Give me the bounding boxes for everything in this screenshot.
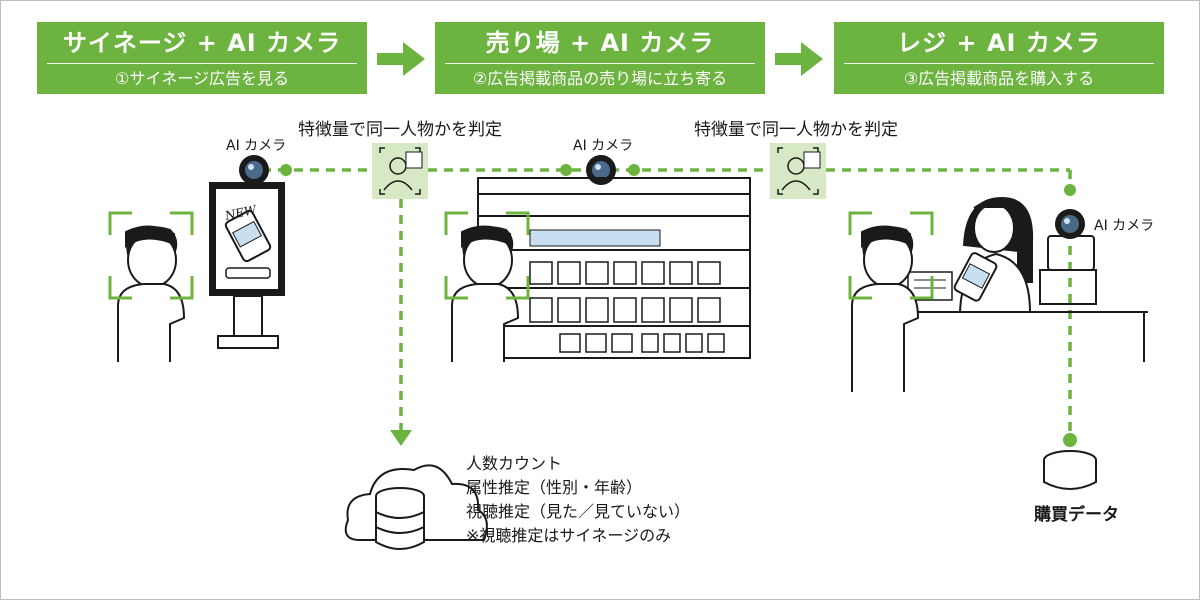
match-label-2: 特徴量で同一人物かを判定 (694, 120, 898, 140)
step-1-banner: サイネージ + AI カメラ ①サイネージ広告を見る (37, 22, 367, 94)
step-1-divider (47, 63, 357, 64)
arrow-right-icon (377, 42, 425, 76)
step-2-subtitle: ②広告掲載商品の売り場に立ち寄る (472, 69, 728, 88)
analytics-item: 属性推定（性別・年齢） (466, 478, 643, 497)
signage-new-text: NEW (223, 202, 259, 223)
arrow-down-icon (390, 430, 412, 446)
purchase-data-label: 購買データ (1034, 505, 1119, 525)
cloud-database-icon (344, 464, 488, 550)
customer (851, 225, 920, 392)
analytics-item: ※視聴推定はサイネージのみ (466, 526, 672, 545)
camera-connection-line (262, 168, 1072, 434)
camera-label-shelf: AI カメラ (573, 138, 634, 154)
step-3-banner: レジ + AI カメラ ③広告掲載商品を購入する (834, 22, 1164, 94)
face-match-icon (372, 143, 428, 199)
step-3-subtitle: ③広告掲載商品を購入する (903, 69, 1095, 88)
analytics-list: 人数カウント 属性推定（性別・年齢） 視聴推定（見た／見ていない） ※視聴推定は… (466, 452, 690, 548)
store-shelf (477, 177, 751, 359)
step-1-subtitle: ①サイネージ広告を見る (114, 69, 290, 88)
step-2-banner: 売り場 + AI カメラ ②広告掲載商品の売り場に立ち寄る (435, 22, 765, 94)
database-icon (1043, 450, 1097, 490)
analytics-item: 視聴推定（見た／見ていない） (466, 502, 691, 521)
step-2-divider (445, 63, 755, 64)
face-match-icon (770, 143, 826, 199)
step-3-title: レジ + AI カメラ (897, 29, 1101, 57)
camera-label-signage: AI カメラ (226, 138, 287, 154)
camera-icon (586, 155, 616, 185)
analytics-item: 人数カウント (466, 454, 563, 473)
cashier (953, 196, 1034, 313)
camera-label-register: AI カメラ (1094, 218, 1155, 234)
step-2-title: 売り場 + AI カメラ (485, 29, 715, 57)
camera-icon (1055, 209, 1085, 239)
customer (117, 225, 186, 362)
signage-kiosk (209, 182, 285, 349)
match-label-1: 特徴量で同一人物かを判定 (298, 120, 502, 140)
camera-icon (239, 155, 269, 185)
customer (451, 225, 520, 362)
arrow-right-icon (775, 42, 823, 76)
step-3-divider (844, 63, 1154, 64)
step-1-title: サイネージ + AI カメラ (62, 29, 342, 57)
